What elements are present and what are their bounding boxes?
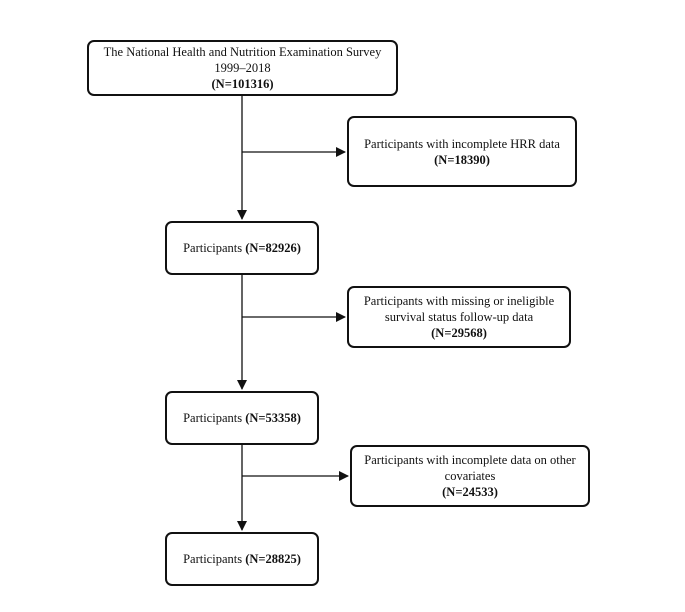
participants-2-label: Participants bbox=[183, 411, 246, 425]
exclusion-covariates-label-2: covariates bbox=[444, 469, 496, 483]
exclusion-box-hrr: Participants with incomplete HRR data (N… bbox=[347, 116, 577, 187]
exclusion-covariates-count: (N=24533) bbox=[442, 485, 498, 499]
participants-1-count: (N=82926) bbox=[245, 241, 301, 255]
participants-box-3: Participants (N=28825) bbox=[165, 532, 319, 586]
survey-box: The National Health and Nutrition Examin… bbox=[87, 40, 398, 96]
participants-1-label: Participants bbox=[183, 241, 246, 255]
exclusion-hrr-count: (N=18390) bbox=[434, 152, 490, 167]
exclusion-hrr-label: Participants with incomplete HRR data bbox=[364, 136, 560, 151]
exclusion-survival-count: (N=29568) bbox=[431, 326, 487, 340]
participants-box-2: Participants (N=53358) bbox=[165, 391, 319, 445]
participants-3-count: (N=28825) bbox=[245, 552, 301, 566]
participants-box-1: Participants (N=82926) bbox=[165, 221, 319, 275]
exclusion-survival-label-2: survival status follow-up data bbox=[384, 310, 534, 324]
exclusion-survival-label-1: Participants with missing or ineligible bbox=[363, 294, 555, 308]
participants-2-count: (N=53358) bbox=[245, 411, 301, 425]
survey-title: The National Health and Nutrition Examin… bbox=[103, 45, 382, 59]
participants-3-label: Participants bbox=[183, 552, 246, 566]
exclusion-box-survival: Participants with missing or ineligible … bbox=[347, 286, 571, 348]
exclusion-covariates-label-1: Participants with incomplete data on oth… bbox=[364, 453, 576, 467]
survey-count: (N=101316) bbox=[211, 77, 274, 91]
exclusion-box-covariates: Participants with incomplete data on oth… bbox=[350, 445, 590, 507]
survey-years: 1999–2018 bbox=[214, 61, 271, 75]
